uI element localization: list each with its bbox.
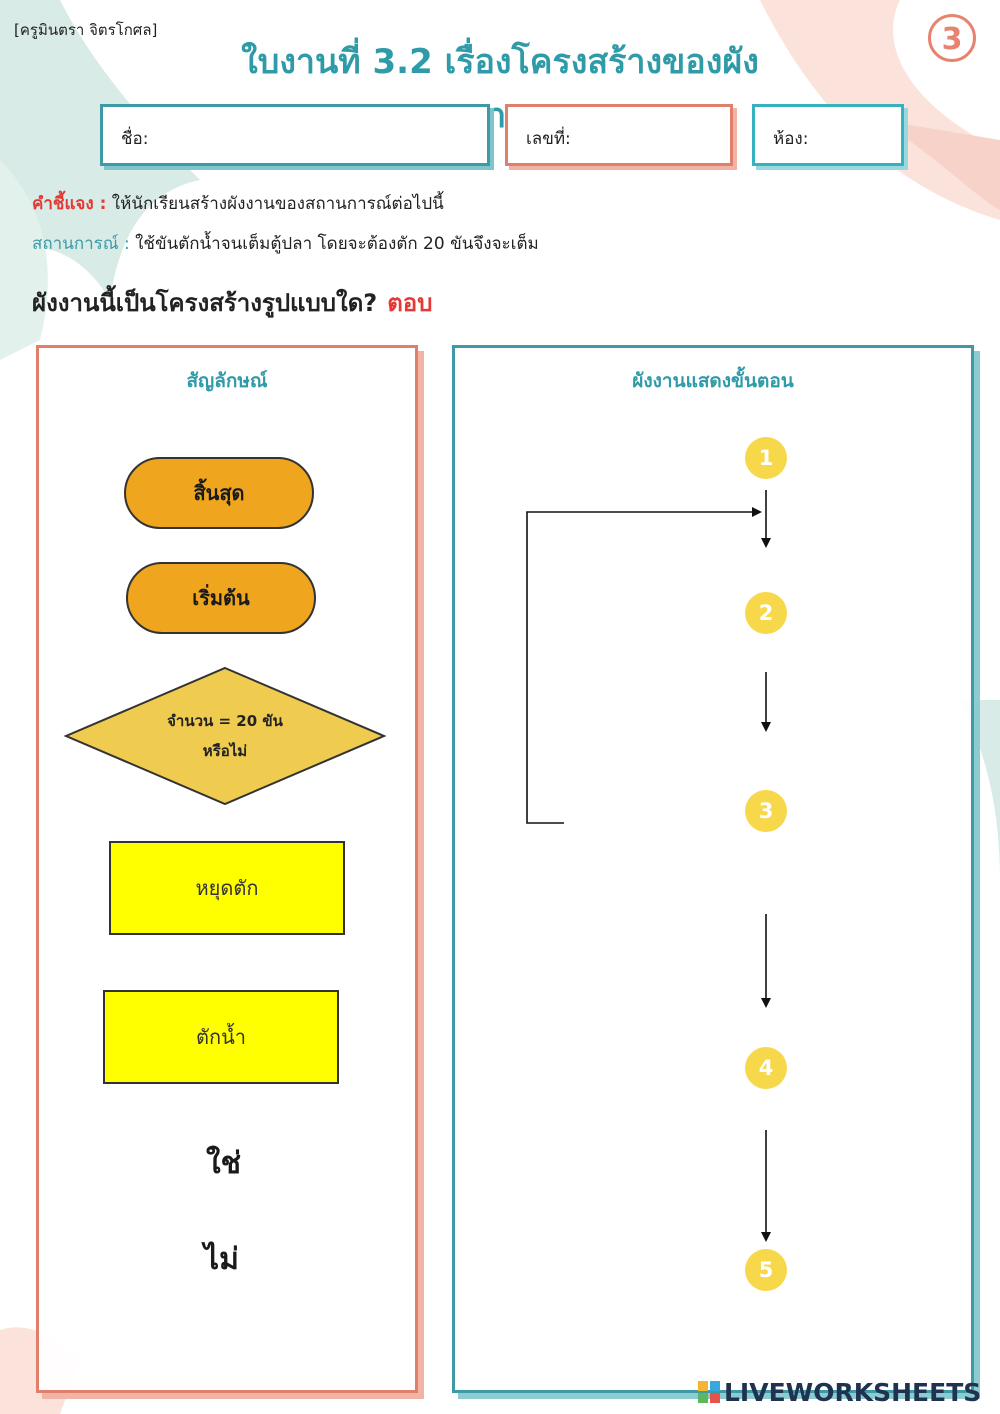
flowchart-panel [452,345,974,1393]
decision-line-1: จำนวน = 20 ขัน [167,712,283,730]
scenario-label: สถานการณ์ : [32,234,130,254]
instructions: คำชี้แจง : ให้นักเรียนสร้างผังงานของสถาน… [32,190,444,217]
yes-label[interactable]: ใช่ [206,1146,242,1181]
step-marker-4[interactable]: 4 [745,1047,787,1089]
author-label: [ครูมินตรา จิตรโกศล] [14,21,158,39]
symbols-panel-title: สัญลักษณ์ [186,370,268,392]
no-label[interactable]: ไม่ [204,1242,239,1277]
worksheet-number-badge: 3 [928,14,976,62]
question: ผังงานนี้เป็นโครงสร้างรูปแบบใด? ตอบ [32,283,432,322]
start-terminal-symbol[interactable]: เริ่มต้น [126,562,316,634]
scenario-text: ใช้ขันตักน้ำจนเต็มตู้ปลา โดยจะต้องตัก 20… [129,234,539,254]
instructions-label: คำชี้แจง : [32,194,107,214]
decision-diamond-symbol[interactable] [60,664,390,810]
page-title: ใบงานที่ 3.2 เรื่องโครงสร้างของผังงาน [241,42,759,136]
flowchart-panel-title: ผังงานแสดงขั้นตอน [632,370,794,392]
instructions-text: ให้นักเรียนสร้างผังงานของสถานการณ์ต่อไปน… [106,194,444,214]
name-field[interactable]: ชื่อ: [100,104,490,166]
step-marker-1[interactable]: 1 [745,437,787,479]
step-marker-2[interactable]: 2 [745,592,787,634]
room-field[interactable]: ห้อง: [752,104,904,166]
stop-scoop-process-symbol[interactable]: หยุดตัก [109,841,345,935]
decision-line-2: หรือไม่ [202,742,248,760]
liveworksheets-logo-icon [698,1381,720,1403]
step-marker-3[interactable]: 3 [745,790,787,832]
scoop-water-process-symbol[interactable]: ตักน้ำ [103,990,339,1084]
number-field-label: เลขที่: [526,129,571,149]
end-terminal-symbol[interactable]: สิ้นสุด [124,457,314,529]
room-field-label: ห้อง: [773,129,809,149]
number-field[interactable]: เลขที่: [505,104,733,166]
liveworksheets-watermark: LIVEWORKSHEETS [724,1378,982,1407]
answer-label[interactable]: ตอบ [387,289,433,317]
step-marker-5[interactable]: 5 [745,1249,787,1291]
decision-text: จำนวน = 20 ขัน หรือไม่ [150,706,300,766]
scenario: สถานการณ์ : ใช้ขันตักน้ำจนเต็มตู้ปลา โดย… [32,230,539,257]
question-text: ผังงานนี้เป็นโครงสร้างรูปแบบใด? [32,289,378,317]
name-field-label: ชื่อ: [121,129,149,149]
